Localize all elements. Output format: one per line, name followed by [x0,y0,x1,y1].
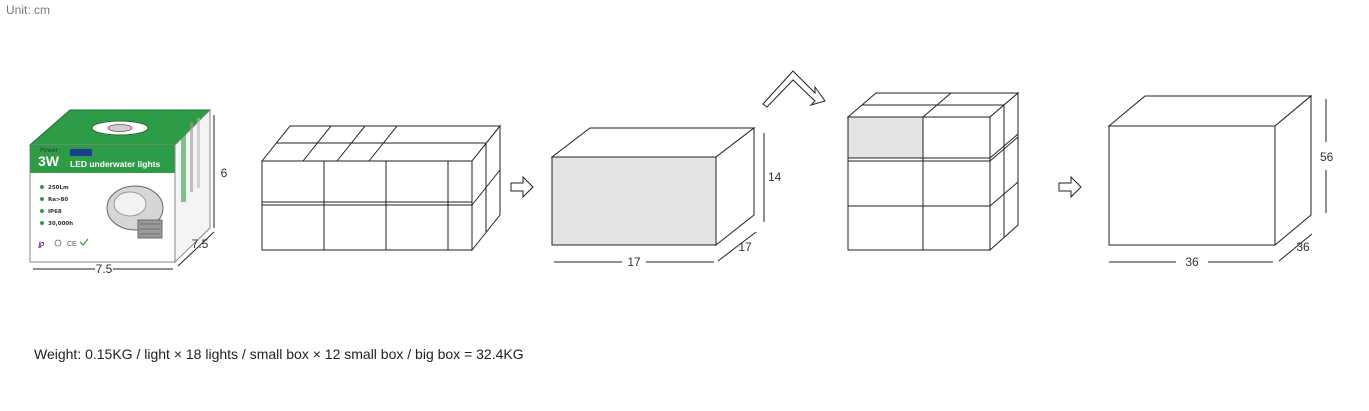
small-box-height: 14 [768,170,782,184]
spec-list: 250Lm Ra>80 IP68 30,000h [40,185,73,227]
lamp-icon [106,185,164,239]
big-box-length: 36 [1185,255,1199,269]
turn-arrow-icon [762,70,826,108]
cert-marks: ℘ CE [38,238,89,249]
light-box-width: 7.5 [96,262,113,276]
light-box-depth: 7.5 [192,237,209,251]
arrow-right-icon [510,175,534,199]
light-box-stack [260,124,502,252]
power-value: 3W [38,153,60,169]
power-label: Power [40,147,59,154]
big-box: 56 36 36 [1107,94,1334,269]
unit-label: Unit: cm [6,3,51,17]
spec-lumen: 250Lm [48,185,69,191]
product-name: LED underwater lights [70,159,160,169]
spec-ip: IP68 [48,209,62,215]
small-box-length: 17 [627,255,641,269]
big-box-height: 56 [1320,150,1334,164]
spec-ra: Ra>80 [48,197,68,203]
small-box-depth: 17 [738,240,752,254]
small-box: 14 17 17 [550,126,782,269]
big-box-depth: 36 [1296,240,1310,254]
weight-formula: Weight: 0.15KG / light × 18 lights / sma… [34,346,524,362]
arrow-right-icon-2 [1058,175,1082,199]
rohs-icon [54,239,62,247]
ce-mark-icon: CE [67,241,77,248]
svg-text:℘: ℘ [38,238,45,249]
light-box-height: 6 [221,166,228,180]
small-box-stack [846,91,1020,252]
spec-life: 30,000h [48,221,73,227]
light-box: Power 3W LED underwater lights 250Lm Ra>… [28,108,228,276]
